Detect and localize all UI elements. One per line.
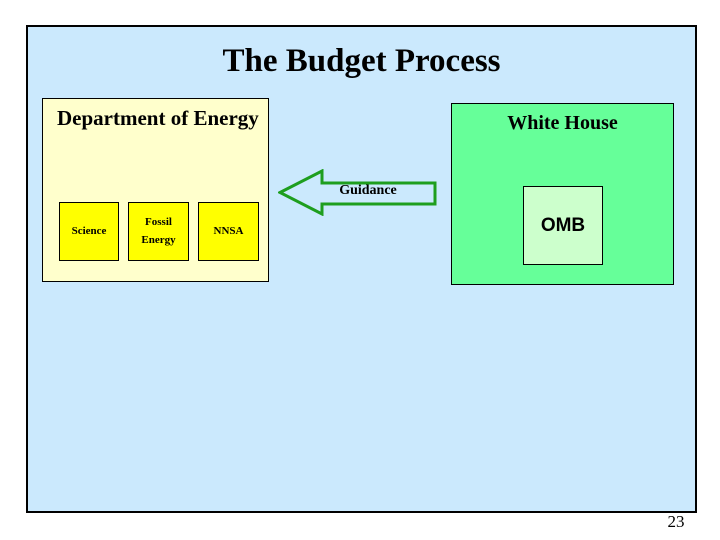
department-of-energy-label: Department of Energy — [57, 106, 259, 130]
white-house-label: White House — [507, 112, 618, 134]
white-house-box: White House OMB — [451, 103, 674, 285]
nnsa-box: NNSA — [198, 202, 259, 261]
fossil-energy-box: Fossil Energy — [128, 202, 189, 261]
fossil-energy-label: Fossil Energy — [141, 216, 176, 246]
slide: The Budget Process Department of Energy … — [26, 25, 697, 513]
page-number: 23 — [667, 512, 685, 531]
department-of-energy-box: Department of Energy Science Fossil Ener… — [42, 98, 269, 282]
guidance-label: Guidance — [339, 183, 397, 198]
slide-title: The Budget Process — [222, 43, 501, 79]
nnsa-label: NNSA — [213, 224, 244, 237]
omb-box: OMB — [523, 186, 603, 265]
guidance-left-arrow-icon — [278, 169, 437, 216]
science-box: Science — [59, 202, 119, 261]
omb-label: OMB — [540, 214, 586, 236]
science-label: Science — [71, 224, 107, 237]
